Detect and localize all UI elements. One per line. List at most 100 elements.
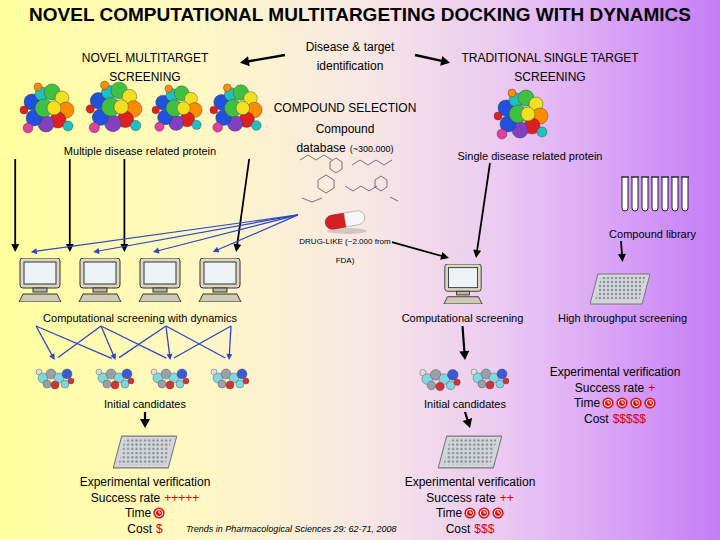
- target-label: Multiple disease related protein: [10, 141, 270, 159]
- multi-protein-illustration: [86, 81, 142, 133]
- flow-connector: [36, 326, 232, 360]
- clock-face: [493, 507, 504, 518]
- filter-label: DRUG-LIKE (~2.000 from FDA): [298, 205, 392, 267]
- arrow-head: [440, 56, 450, 66]
- connector-line: [97, 215, 298, 251]
- arrow-head: [459, 351, 469, 360]
- compound-library-tubes: [631, 177, 639, 211]
- clock-icon: [478, 507, 490, 519]
- clock-face: [479, 507, 490, 518]
- arrow-head: [440, 252, 449, 260]
- node-text: Disease & target identification: [306, 40, 395, 73]
- arrow-head: [110, 353, 116, 360]
- clock-dial: [647, 399, 654, 406]
- drug-pill: [344, 210, 366, 227]
- verification-block: Experimental verificationSuccess rate++T…: [395, 428, 545, 536]
- chemical-structure: [300, 155, 398, 202]
- connector-line: [229, 326, 231, 356]
- node-text: Multiple disease related protein: [64, 145, 216, 157]
- node-text: Time: [574, 396, 600, 410]
- node-text: Single disease related protein: [458, 150, 603, 162]
- flow-connector: [463, 412, 473, 428]
- node-text: Initial candidates: [104, 398, 186, 410]
- text-row: DRUG-LIKE (~2.000 from FDA): [298, 229, 392, 267]
- connector-line: [69, 159, 71, 246]
- connector-line: [36, 326, 53, 356]
- compound-library-tubes: [661, 177, 669, 211]
- arrow-head: [11, 244, 19, 252]
- arrow-head: [240, 56, 250, 66]
- arrow-head: [226, 354, 232, 360]
- text-row: Experimental verification: [60, 474, 230, 490]
- clock-dial: [633, 399, 640, 406]
- compound-library-tubes: [681, 177, 689, 211]
- node-text: DRUG-LIKE (~2.000 from FDA): [299, 237, 390, 265]
- flow-connector: [618, 241, 626, 262]
- candidate-molecules: [36, 369, 74, 389]
- clock-face: [154, 507, 165, 518]
- flow-connector: [31, 215, 298, 254]
- verification-block: Experimental verificationSuccess rate+Ti…: [545, 364, 685, 424]
- node-text: Experimental verification: [80, 475, 211, 489]
- clock-dial: [619, 399, 626, 406]
- node-text: Time: [436, 506, 462, 520]
- text-row: Success rate++: [395, 490, 545, 506]
- clock-icon: [644, 397, 656, 409]
- database-label: Compound database(~300.000): [290, 122, 400, 152]
- arrow-head: [93, 248, 99, 254]
- rating-symbols: $$$: [474, 522, 494, 536]
- connector-line: [477, 163, 490, 252]
- arrow-head: [213, 247, 220, 253]
- node-text: Computational screening with dynamics: [43, 312, 237, 324]
- candidate-molecules: [36, 369, 509, 391]
- connector-line: [392, 242, 444, 256]
- clock-face: [645, 397, 656, 408]
- single-protein-illustration: [494, 89, 548, 139]
- connector-line: [174, 326, 231, 358]
- clock-icon: [630, 397, 642, 409]
- computer-row: [19, 258, 241, 302]
- text-row: Disease & target identification: [285, 36, 415, 74]
- flow-connector: [415, 55, 450, 66]
- citation-caption: Trends in Pharmacological Sciences 29: 6…: [186, 524, 396, 534]
- compound-library-tubes: [671, 177, 679, 211]
- node-text: Success rate: [91, 491, 160, 505]
- connector-line: [119, 326, 166, 358]
- arrow-head: [66, 244, 74, 252]
- compound-library-tubes: [651, 177, 659, 211]
- branch-heading: NOVEL MULTITARGET SCREENING: [50, 50, 240, 82]
- arrow-head: [618, 254, 626, 262]
- rating-symbols: ++: [500, 491, 514, 505]
- clock-hands: [622, 401, 624, 404]
- clock-dial: [467, 509, 474, 516]
- clock-hands: [484, 511, 486, 514]
- verification-plate: [113, 436, 177, 468]
- connector-line: [166, 326, 170, 356]
- text-row: Initial candidates: [395, 393, 535, 412]
- connector-line: [35, 215, 298, 252]
- text-row: Cost$$$: [395, 521, 545, 537]
- text-row: Computational screening with dynamics: [10, 307, 270, 326]
- computer-row: [199, 258, 241, 302]
- connector-line: [246, 55, 285, 62]
- text-row: High throughput screening: [545, 307, 700, 326]
- multi-protein-illustration: [20, 81, 262, 133]
- clock-dial: [605, 399, 612, 406]
- screening-step: Computational screening: [395, 258, 530, 326]
- rating-symbols: +++++: [164, 491, 199, 505]
- verification-plate: [438, 436, 502, 468]
- arrow-head: [49, 353, 55, 360]
- candidate-molecules: [471, 369, 509, 389]
- rating-symbols: +: [648, 381, 655, 395]
- clock-hands: [608, 401, 610, 404]
- connector-line: [237, 159, 249, 246]
- computer-row: [139, 258, 181, 302]
- verification-block: Experimental verificationSuccess rate +++…: [60, 428, 230, 536]
- candidate-molecules: [96, 369, 134, 389]
- node-text: Computational screening: [402, 312, 524, 324]
- node-text: Experimental verification: [405, 475, 536, 489]
- text-row: Time: [545, 395, 685, 411]
- text-row: Initial candidates: [40, 393, 250, 412]
- computer-row: [19, 258, 61, 302]
